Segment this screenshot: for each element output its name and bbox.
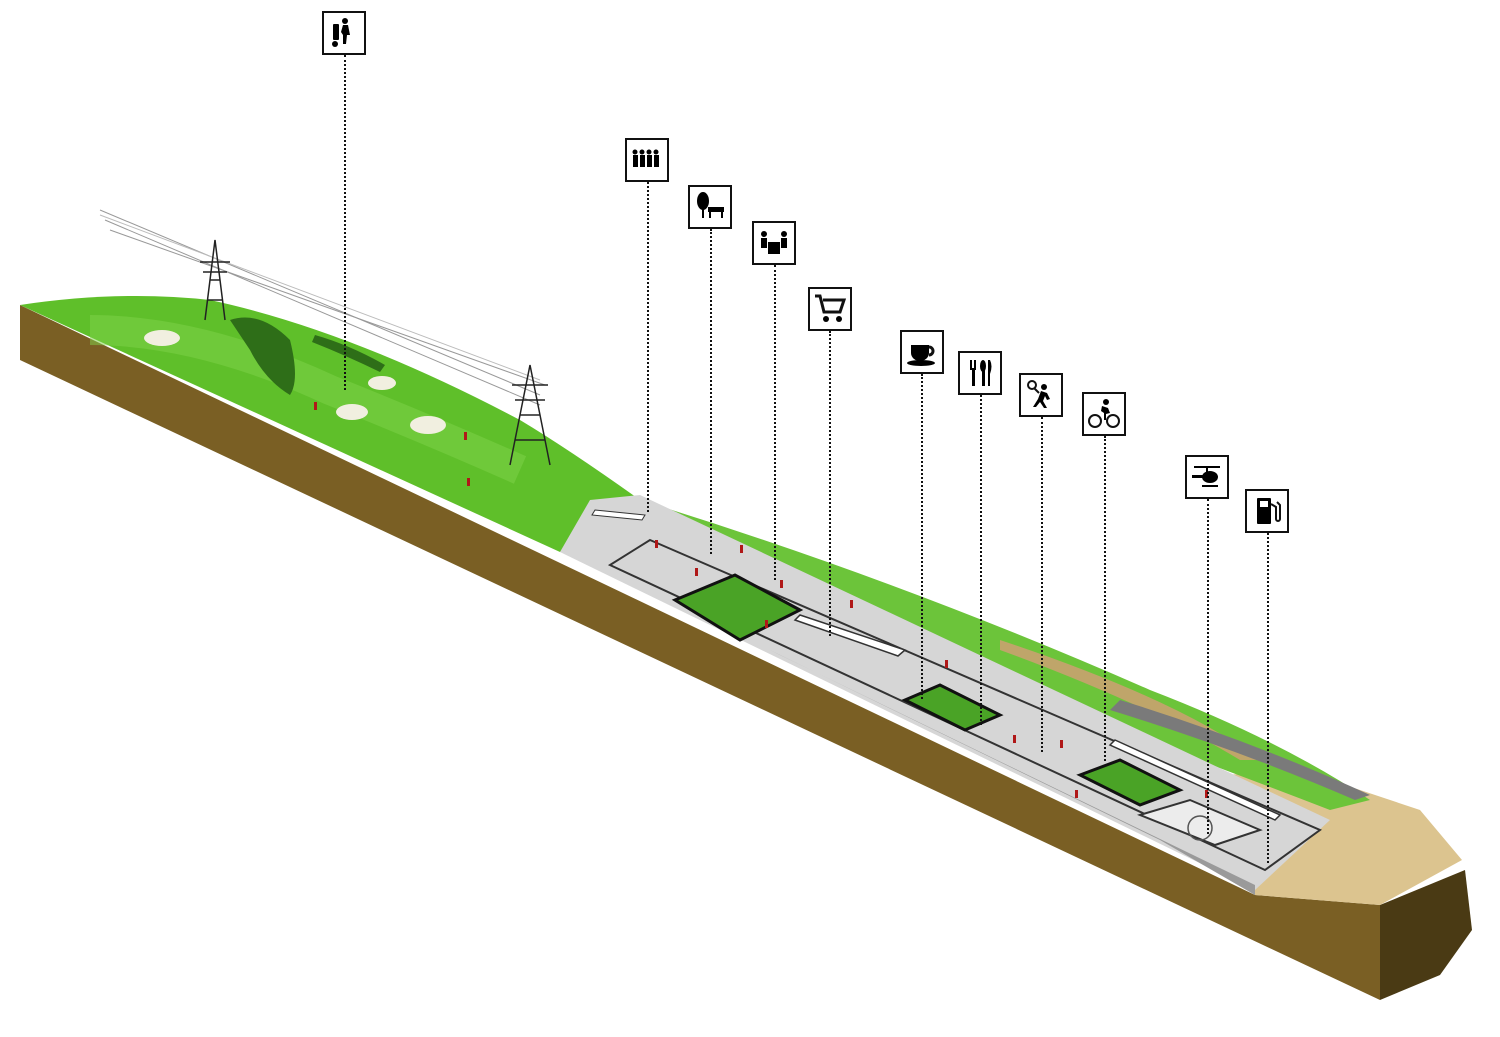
leader-line	[344, 55, 346, 390]
leader-line	[980, 395, 982, 725]
leader-line	[774, 265, 776, 580]
shopping-cart-icon	[808, 287, 852, 331]
fuel-pump-icon	[1245, 489, 1289, 533]
crowd-icon	[625, 138, 669, 182]
restaurant-cutlery-icon	[958, 351, 1002, 395]
leader-line	[1041, 417, 1043, 752]
tennis-player-icon	[1019, 373, 1063, 417]
leader-line	[1207, 499, 1209, 834]
leader-line	[647, 182, 649, 512]
leader-line	[921, 374, 923, 699]
leader-line	[1104, 436, 1106, 761]
park-bench-icon	[688, 185, 732, 229]
golf-cart-icon	[322, 11, 366, 55]
leader-line	[829, 331, 831, 636]
leader-line	[1267, 533, 1269, 863]
cyclist-icon	[1082, 392, 1126, 436]
helicopter-icon	[1185, 455, 1229, 499]
coffee-cup-icon	[900, 330, 944, 374]
transmission-tower-2	[509, 364, 551, 466]
building-roof	[607, 538, 1323, 872]
meeting-table-icon	[752, 221, 796, 265]
soil-front-face	[20, 305, 1380, 1000]
leader-line	[710, 229, 712, 554]
transmission-tower-1	[200, 239, 230, 321]
soil-end-face	[1380, 870, 1472, 1000]
grass-hill	[20, 296, 640, 552]
